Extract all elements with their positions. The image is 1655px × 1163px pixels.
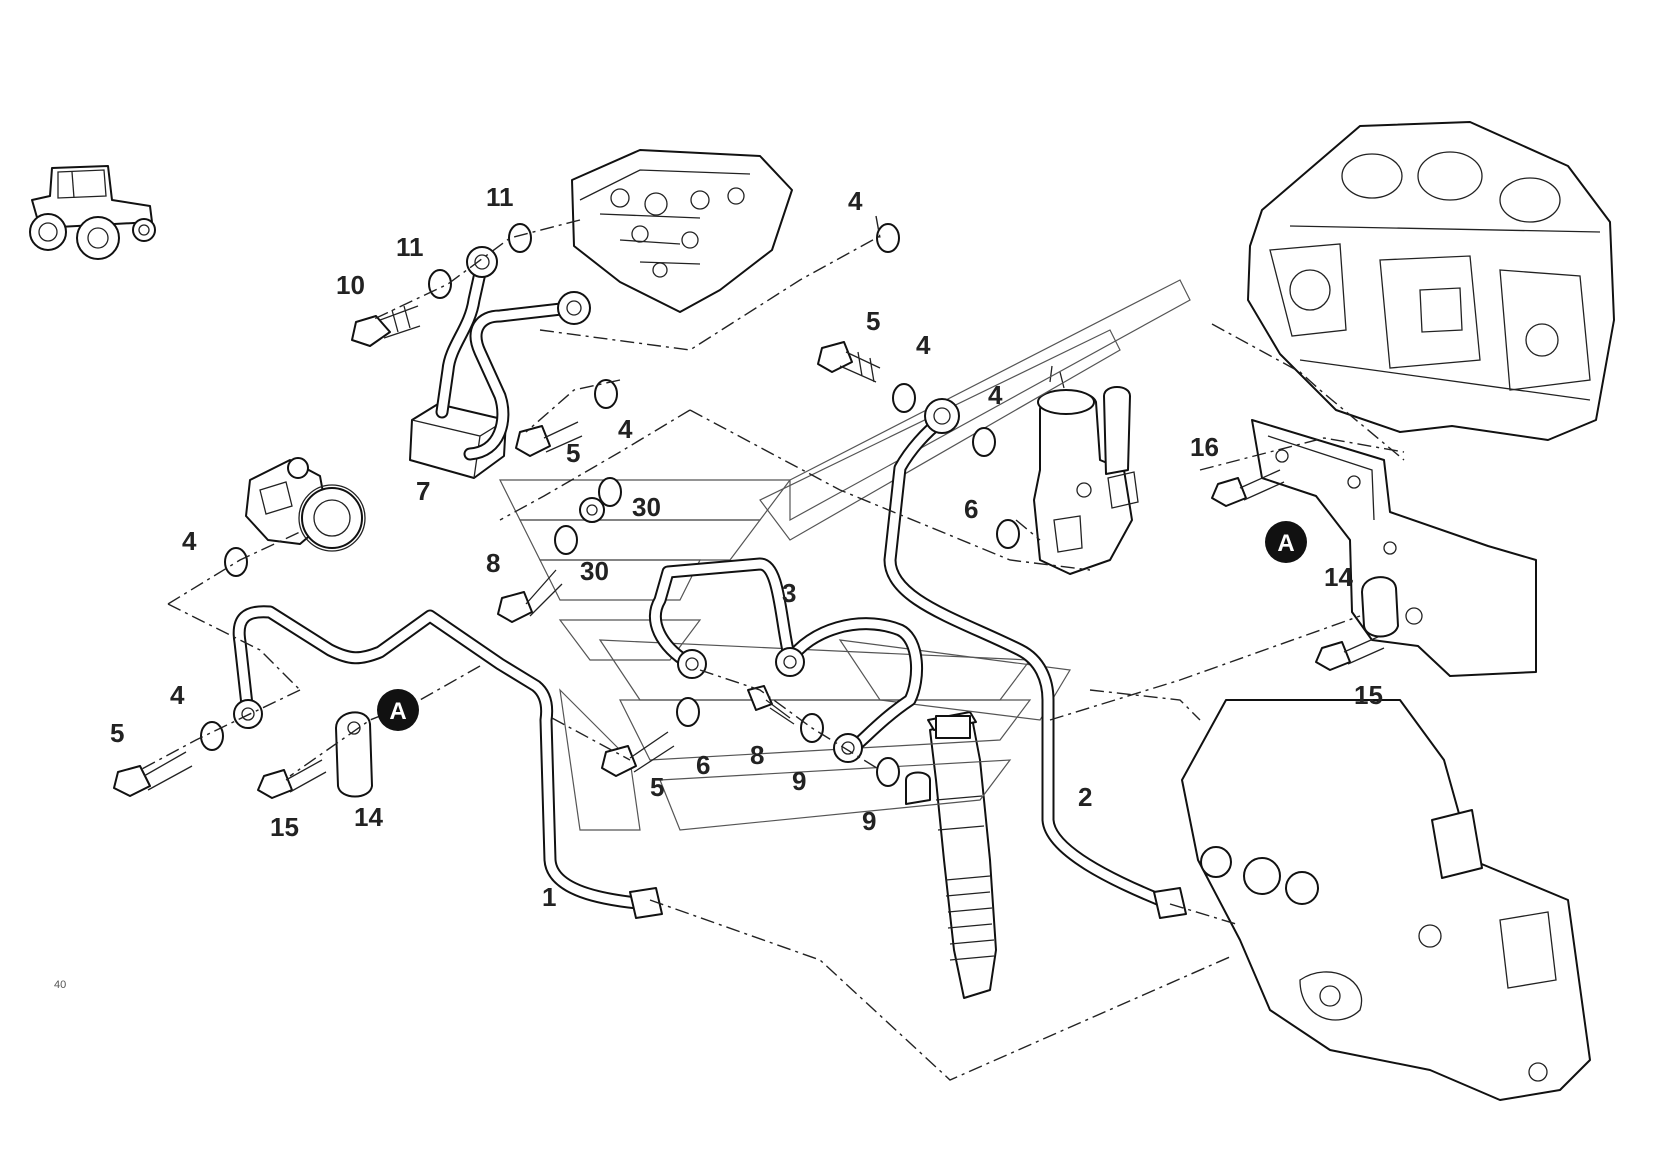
callout-4: 4	[618, 414, 633, 444]
sealing-washers	[200, 223, 1020, 787]
callout-4: 4	[988, 380, 1003, 410]
feed-pump-part	[245, 457, 366, 552]
callout-6: 6	[964, 494, 978, 524]
callout-4: 4	[848, 186, 863, 216]
fuel-block-part	[409, 403, 507, 479]
callout-10: 10	[336, 270, 365, 300]
badge-right-label: A	[1277, 530, 1294, 557]
callout-30: 30	[580, 556, 609, 586]
reference-badge-left: A	[377, 689, 419, 731]
callout-5: 5	[566, 438, 580, 468]
callout-9: 9	[792, 766, 806, 796]
callout-30: 30	[632, 492, 661, 522]
reference-badge-right: A	[1265, 521, 1307, 563]
callout-labels: 1 2 3 4 4 4 4 4 4 5 5 5 5 6 6 7 8 8 9 9 …	[110, 182, 1383, 912]
callout-5: 5	[866, 306, 880, 336]
callout-3: 3	[782, 578, 796, 608]
assembly-leader-lines	[139, 215, 1405, 1081]
tractor-icon	[29, 165, 156, 260]
callout-4: 4	[170, 680, 185, 710]
callout-6: 6	[696, 750, 710, 780]
banjo-bolts	[113, 305, 1385, 799]
callout-15: 15	[270, 812, 299, 842]
callout-1: 1	[542, 882, 556, 912]
callout-8: 8	[486, 548, 500, 578]
callout-14: 14	[1324, 562, 1353, 592]
callout-16: 16	[1190, 432, 1219, 462]
callout-15: 15	[1354, 680, 1383, 710]
callout-11: 11	[486, 182, 514, 212]
callout-4: 4	[916, 330, 931, 360]
pipe-clamps	[335, 576, 1423, 798]
injection-pump-part	[1181, 699, 1591, 1101]
injector-part	[905, 711, 997, 999]
callout-8: 8	[750, 740, 764, 770]
callout-5: 5	[110, 718, 124, 748]
fuel-lines	[232, 257, 1177, 911]
callout-7: 7	[416, 476, 430, 506]
badge-left-label: A	[389, 698, 406, 725]
callout-11: 11	[396, 232, 424, 262]
banjo-fittings	[233, 246, 1187, 919]
engine-block-part	[1247, 121, 1615, 441]
ghost-outline-shapes	[499, 279, 1191, 831]
callout-5: 5	[650, 772, 664, 802]
callout-9: 9	[862, 806, 876, 836]
callout-2: 2	[1078, 782, 1092, 812]
page-mark: 40	[54, 979, 66, 991]
cylinder-head-part	[571, 149, 793, 313]
callout-14: 14	[354, 802, 383, 832]
fuel-filter-part	[1033, 365, 1139, 575]
callout-4: 4	[182, 526, 197, 556]
bracket-plate-part	[1251, 419, 1537, 677]
